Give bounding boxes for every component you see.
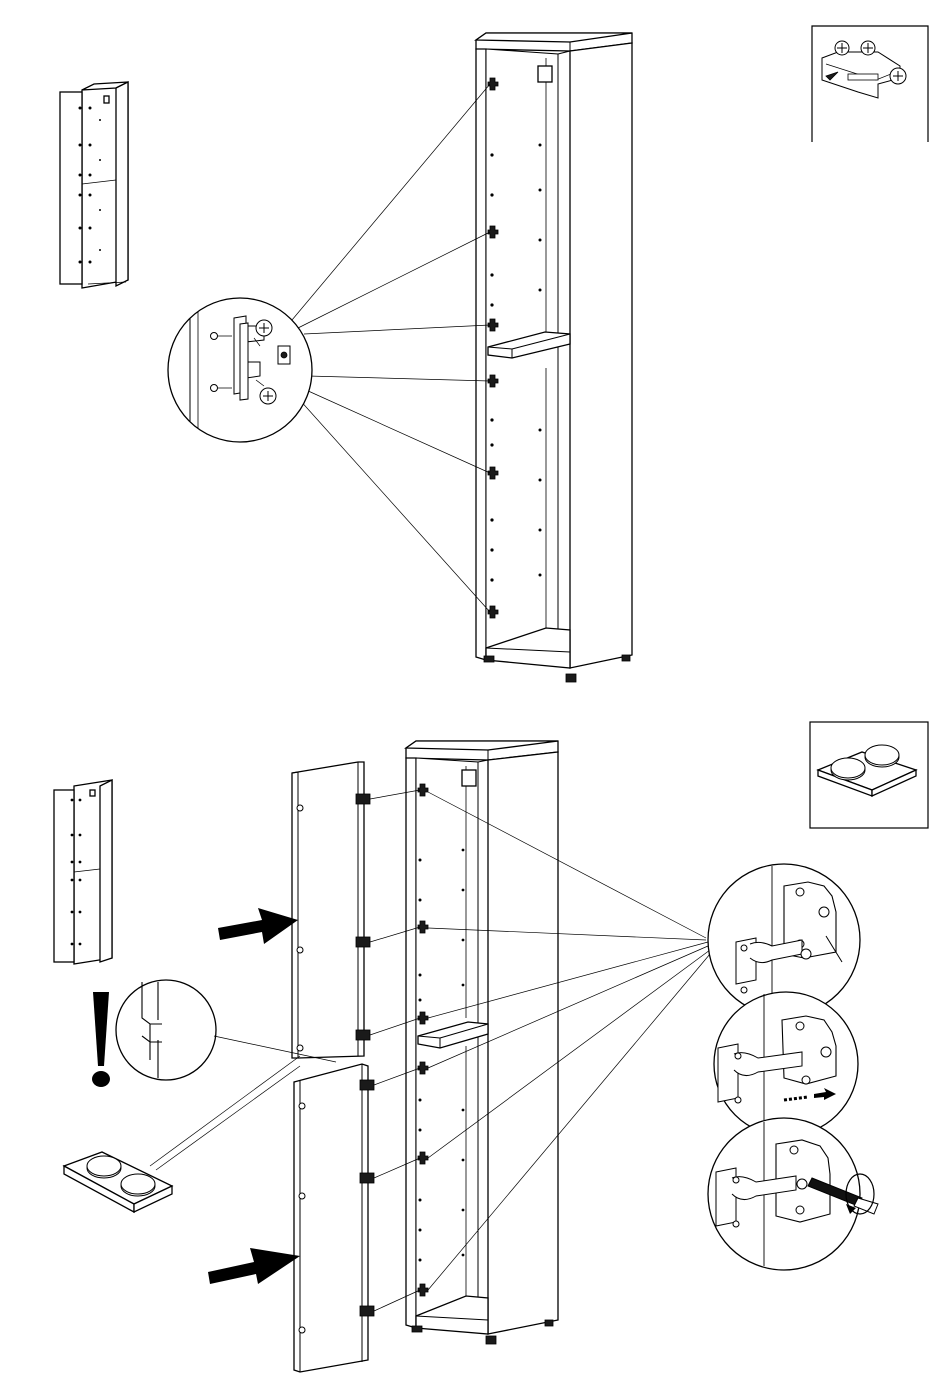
bumper-pads-box [810,722,928,828]
step-2-door-mounting [54,722,928,1372]
push-arrow-icon [218,908,298,944]
leader-lines-step-1 [292,84,490,612]
step-1-hinge-plate-mounting [60,26,928,682]
cabinet-main-step-1 [476,33,632,682]
push-arrow-icon [208,1248,300,1284]
cabinet-thumbnail-icon [54,780,112,964]
hinge-adjust-icon [714,992,858,1136]
cabinet-main-step-2 [406,741,558,1344]
warning-exclamation-icon [92,992,110,1087]
lower-door [294,1064,374,1372]
hinge-adjust-icon [708,1118,878,1270]
hinge-plate-detail-icon [168,298,312,442]
cabinet-thumbnail-icon [60,82,128,288]
upper-door [292,762,370,1058]
hinge-plate-screws-icon [812,26,928,142]
